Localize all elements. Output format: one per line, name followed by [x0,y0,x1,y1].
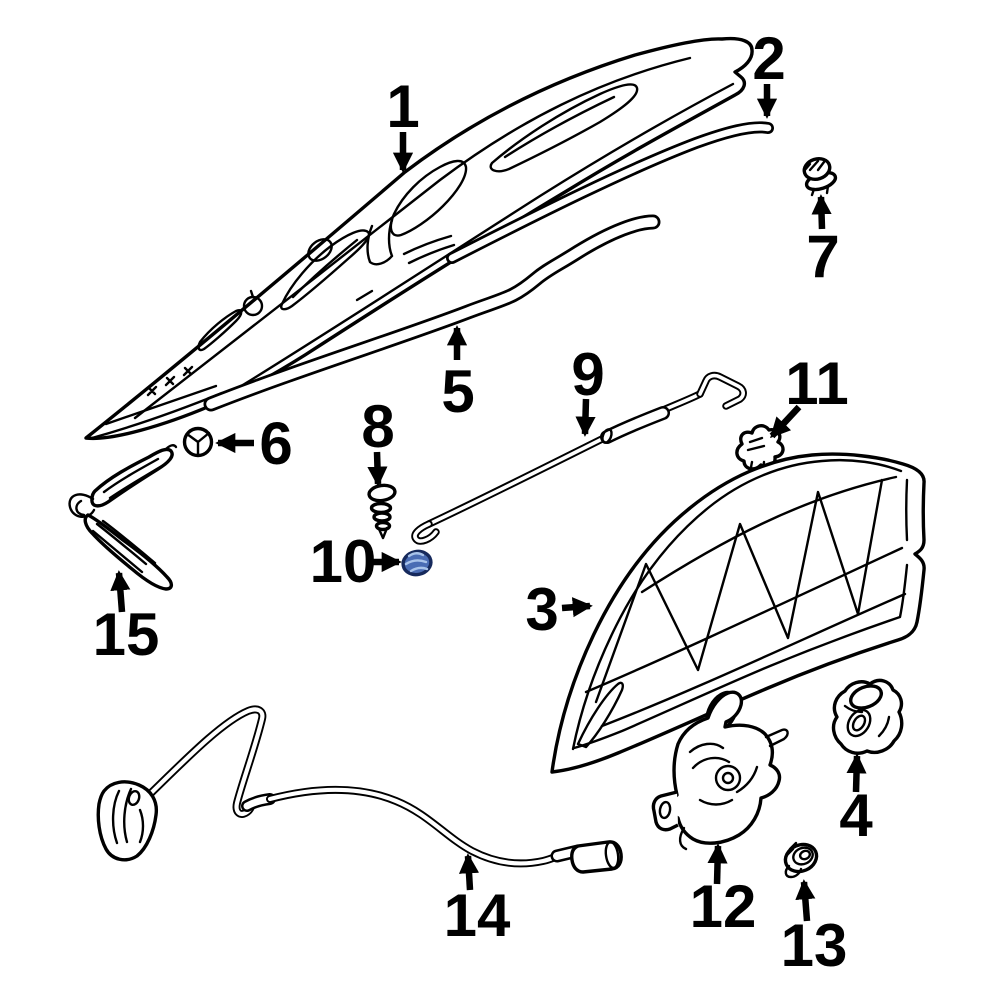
hood-insulation-pad-drawing [550,452,926,774]
hood-panel-drawing [84,36,754,441]
hood-hinge-drawing [68,444,178,591]
callout-11-arrow [769,404,802,439]
hood-bumper-drawing [182,426,214,458]
callout-11-label[interactable]: 11 [785,350,848,417]
hood-front-seal-drawing [203,214,661,412]
latch-gasket-drawing [831,678,904,755]
callout-7-label[interactable]: 7 [806,223,839,290]
callout-1-label[interactable]: 1 [386,73,419,140]
callout-12-label[interactable]: 12 [690,873,757,940]
callout-14-label[interactable]: 14 [444,882,511,949]
callout-12-arrow [707,843,728,885]
callout-15-label[interactable]: 15 [93,601,160,668]
callout-8-label[interactable]: 8 [361,393,394,460]
push-pin-screw-drawing [367,483,397,540]
callout-5-label[interactable]: 5 [441,358,474,425]
push-pin-clip-drawing [802,156,838,197]
callout-9-label[interactable]: 9 [571,341,604,408]
hood-latch-drawing [651,690,789,851]
callout-9-arrow [575,398,596,437]
callout-6-label[interactable]: 6 [259,410,292,477]
callout-2-label[interactable]: 2 [752,25,785,92]
callout-7-arrow [811,194,832,230]
hood-release-cable-drawing [96,705,623,874]
callout-4-label[interactable]: 4 [839,782,873,849]
hood-rear-weatherstrip-drawing [446,121,774,264]
callout-3-arrow [561,597,593,618]
callout-13-label[interactable]: 13 [781,912,848,979]
callout-14-arrow [458,853,480,891]
callout-3-label[interactable]: 3 [525,576,558,643]
callouts-layer: 1 2 3 4 5 6 7 8 9 10 11 12 13 14 15 [93,25,874,979]
callout-13-arrow [795,879,816,922]
callout-8-arrow [367,451,388,487]
prop-rod-grommet-highlighted[interactable] [401,549,433,577]
callout-4-arrow [846,753,867,793]
hood-prop-rod-drawing [411,371,747,545]
callout-10-label[interactable]: 10 [310,528,377,595]
latch-grommet-drawing [783,841,819,879]
callout-15-arrow [110,570,131,613]
